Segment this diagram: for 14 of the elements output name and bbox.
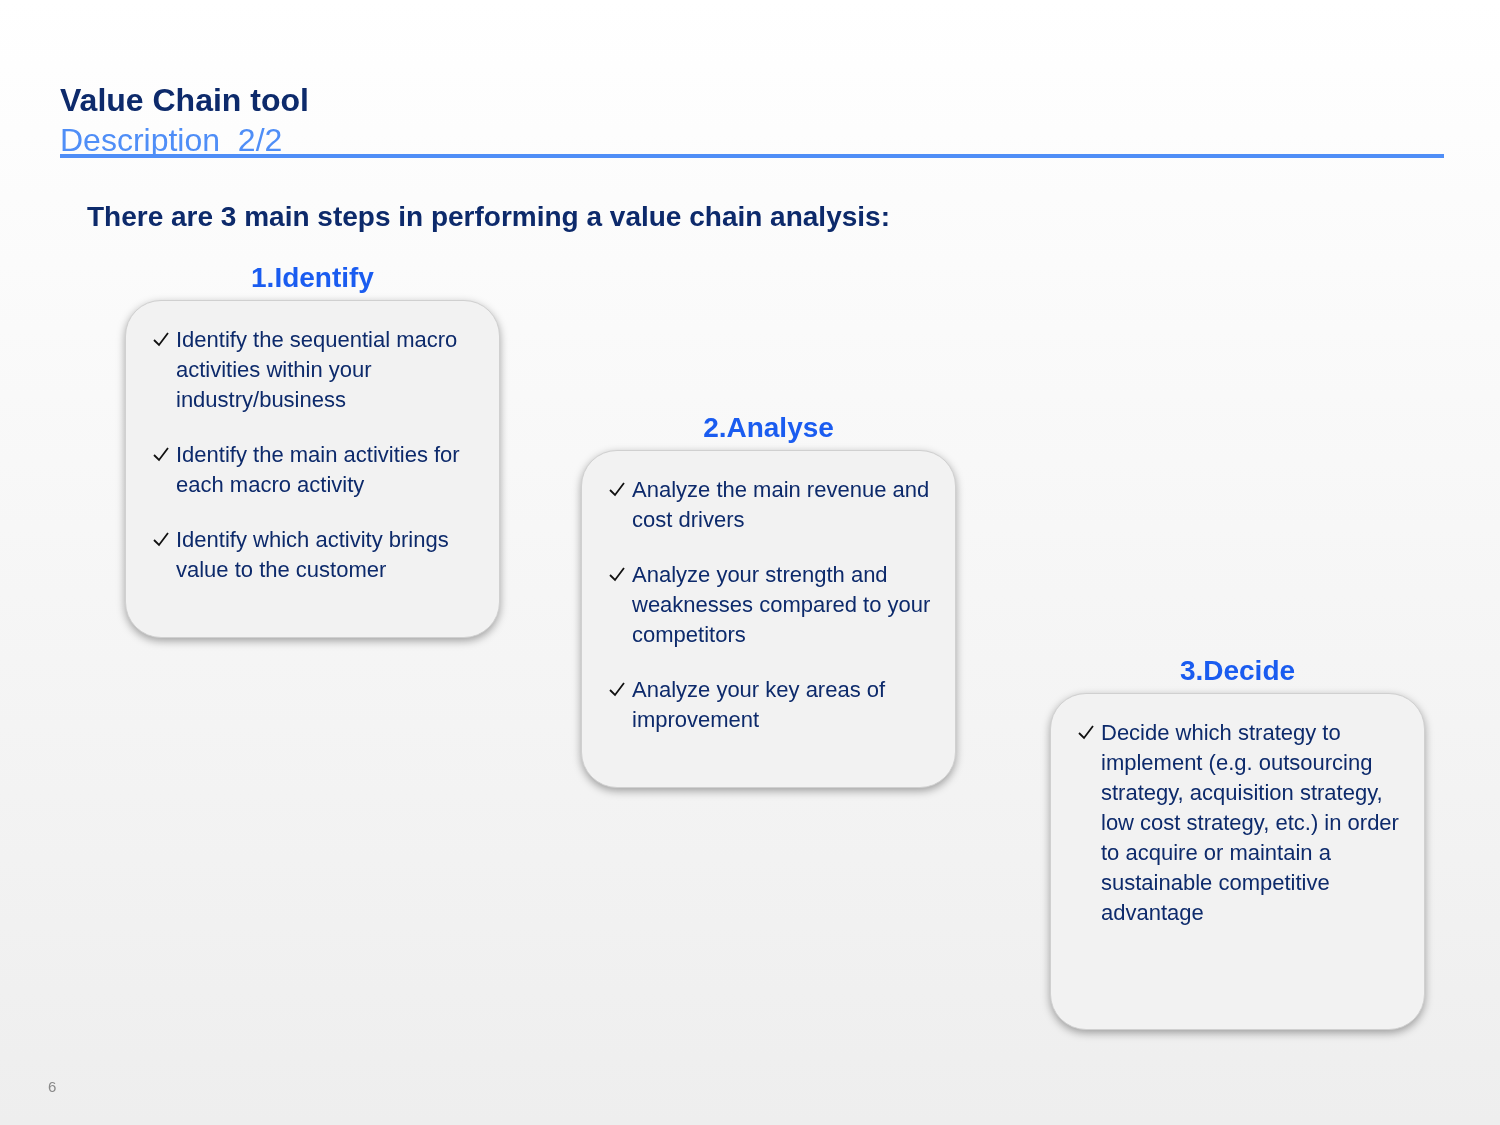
bullet-text: Decide which strategy to implement (e.g. outsourcing strategy, acquisition strategy, low cost strategy, etc.) in order to acquire or maintain a sustainable competitive advantage xyxy=(1101,719,1400,927)
slide-title: Value Chain tool xyxy=(60,81,309,120)
step-heading: 3.Decide xyxy=(1178,654,1297,688)
step-heading: 1.Identify xyxy=(250,261,375,295)
bullet-text: Analyze your strength and weaknesses compared to your competitors xyxy=(632,561,932,649)
intro-sentence: There are 3 main steps in performing a value chain analysis: xyxy=(87,200,890,234)
page-number: 6 xyxy=(48,1077,57,1097)
bullet-text: Analyze the main revenue and cost drivers xyxy=(632,476,931,534)
step-heading: 2.Analyse xyxy=(702,411,835,445)
bullet-text: Analyze your key areas of improvement xyxy=(632,676,887,734)
bullet-text: Identify the sequential macro activities within your industry/business xyxy=(176,326,459,414)
bullet-text: Identify the main activities for each macro activity xyxy=(176,441,461,499)
bullet-text: Identify which activity brings value to the customer xyxy=(176,526,450,584)
slide-subtitle: Description 2/2 xyxy=(60,121,283,160)
